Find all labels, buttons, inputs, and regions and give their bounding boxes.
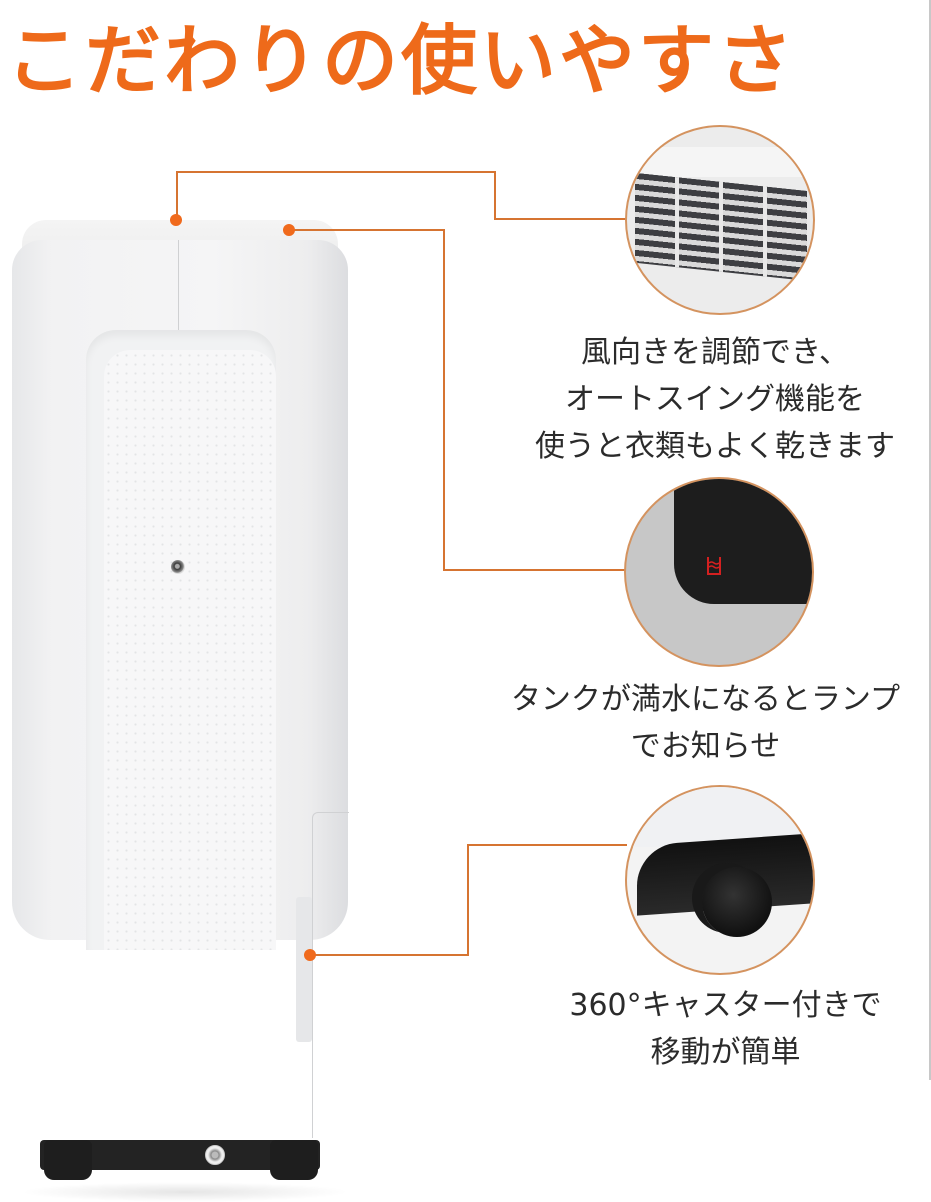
leader-line-vent bbox=[176, 171, 496, 173]
caption-vent: 風向きを調節でき、 オートスイング機能を 使うと衣類もよく乾きます bbox=[500, 329, 930, 470]
product-rear-panel bbox=[104, 350, 276, 950]
marker-dot-vent bbox=[170, 214, 182, 226]
caption-line: タンクが満水になるとランプ bbox=[510, 682, 901, 717]
caster-left-icon bbox=[44, 1140, 92, 1180]
caption-line: 使うと衣類もよく乾きます bbox=[535, 429, 895, 464]
caption-line: オートスイング機能を bbox=[565, 382, 865, 417]
control-panel bbox=[674, 479, 812, 604]
caption-tank-lamp: タンクが満水になるとランプ でお知らせ bbox=[480, 676, 931, 770]
leader-line-vent bbox=[494, 171, 496, 220]
screw-icon bbox=[171, 560, 185, 574]
right-border bbox=[929, 0, 931, 1080]
marker-dot-caster bbox=[304, 949, 316, 961]
headline: こだわりの使いやすさ bbox=[6, 16, 796, 105]
leader-line-caster bbox=[467, 844, 627, 846]
callout-tank-lamp-closeup bbox=[624, 477, 814, 667]
leader-line-vent bbox=[494, 218, 626, 220]
leader-line-caster bbox=[467, 844, 469, 956]
caption-line: でお知らせ bbox=[630, 729, 781, 764]
water-tank-icon bbox=[707, 557, 721, 575]
product-seam bbox=[178, 240, 179, 330]
leader-line-lamp bbox=[443, 569, 626, 571]
tank-grip bbox=[296, 897, 312, 1042]
vent-top-surface bbox=[627, 147, 813, 177]
drain-port-icon bbox=[205, 1145, 225, 1165]
caption-line: 360°キャスター付きで bbox=[569, 988, 882, 1023]
product-image bbox=[0, 200, 360, 1202]
caption-line: 風向きを調節でき、 bbox=[581, 335, 849, 370]
water-tank-outline bbox=[312, 812, 349, 1138]
caption-line: 移動が簡単 bbox=[650, 1035, 801, 1070]
vent-louver-icon bbox=[635, 172, 810, 282]
caption-caster: 360°キャスター付きで 移動が簡単 bbox=[520, 982, 931, 1076]
leader-line-lamp bbox=[289, 229, 445, 231]
leader-line-lamp bbox=[443, 229, 445, 571]
caster-right-icon bbox=[270, 1140, 318, 1180]
floor-shadow bbox=[20, 1182, 350, 1202]
marker-dot-lamp bbox=[283, 224, 295, 236]
callout-vent-closeup bbox=[625, 125, 815, 315]
leader-line-vent bbox=[176, 171, 178, 218]
callout-caster-closeup bbox=[625, 785, 815, 975]
leader-line-caster bbox=[312, 954, 469, 956]
caster-wheel-icon bbox=[702, 867, 772, 937]
